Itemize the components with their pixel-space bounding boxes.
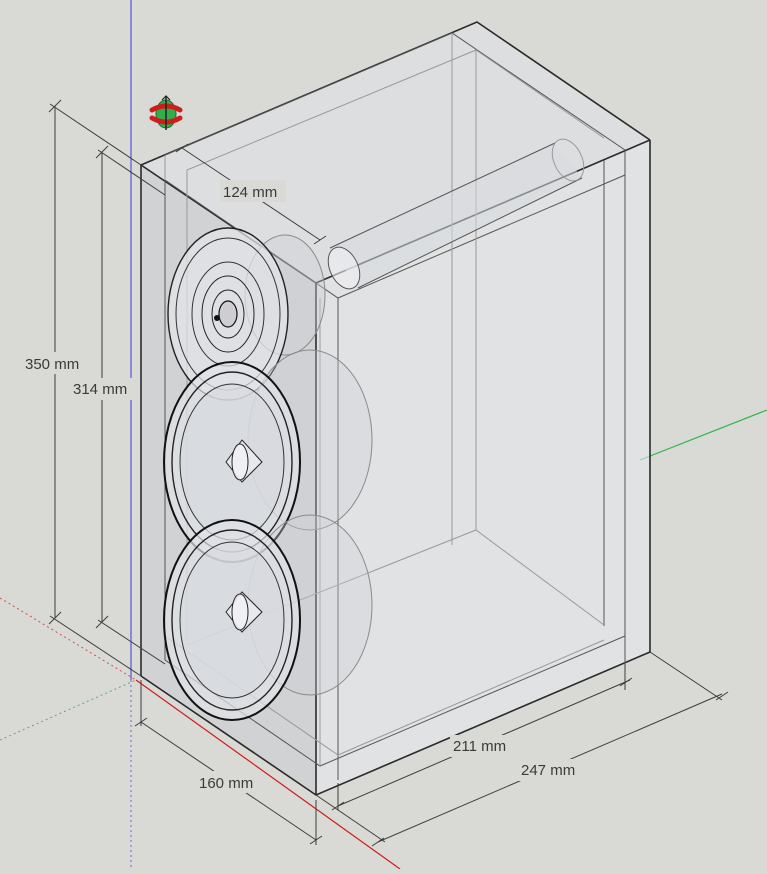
woofer-driver-lower[interactable] <box>163 514 373 721</box>
orbit-icon <box>149 95 183 130</box>
green-axis <box>639 409 767 461</box>
green-axis-dotted <box>0 679 137 741</box>
dimension-label: 247 mm <box>521 762 575 779</box>
woofer-driver-upper[interactable] <box>163 349 373 563</box>
dimension-overall-height[interactable]: 350 mm <box>22 99 142 677</box>
dimension-port-offset[interactable]: 124 mm <box>175 143 327 245</box>
dimension-label: 124 mm <box>223 184 277 201</box>
dimension-front-width[interactable]: 160 mm <box>134 680 323 845</box>
dimension-overall-depth[interactable]: 247 mm <box>315 651 729 847</box>
red-axis-dotted <box>0 597 137 681</box>
dimension-inner-height[interactable]: 314 mm <box>71 145 166 665</box>
cabinet-side-face <box>316 140 650 795</box>
dimension-label: 350 mm <box>25 356 79 373</box>
red-axis <box>135 679 401 870</box>
dimension-inner-depth[interactable]: 211 mm <box>331 664 633 811</box>
dimension-label: 160 mm <box>199 775 253 792</box>
dimension-label: 211 mm <box>453 738 506 755</box>
tweeter-driver[interactable] <box>167 227 326 401</box>
bass-port-tube[interactable] <box>322 134 590 294</box>
cabinet-top-face <box>141 22 650 283</box>
dimension-label: 314 mm <box>73 381 127 398</box>
